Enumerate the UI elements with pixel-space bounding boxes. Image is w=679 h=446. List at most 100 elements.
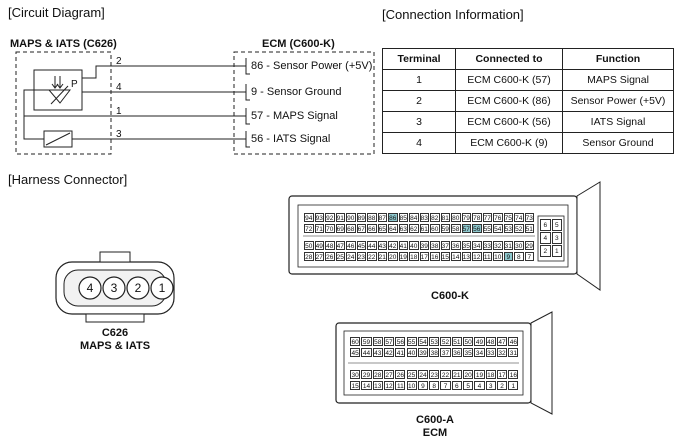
connector-pin: 50 — [304, 241, 314, 250]
connector-pin: 89 — [356, 213, 366, 222]
connector-pin: 5 — [551, 219, 562, 231]
connector-pin: 28 — [372, 370, 383, 379]
sensor-title: MAPS & IATS (C626) — [10, 38, 117, 50]
table-row: 2 ECM C600-K (86) Sensor Power (+5V) — [382, 90, 674, 112]
connector-pin: 13 — [461, 252, 471, 261]
connector-pin: 80 — [451, 213, 461, 222]
connector-pin: 85 — [398, 213, 408, 222]
wire-pin-4: 4 — [116, 82, 122, 93]
connector-pin: 40 — [406, 348, 417, 357]
c626-pin-3: 3 — [110, 281, 118, 295]
connector-pin: 50 — [463, 337, 474, 346]
c626-caption-sub: MAPS & IATS — [79, 340, 151, 352]
connector-pin: 46 — [508, 337, 519, 346]
connector-pin: 59 — [361, 337, 372, 346]
connector-pin: 18 — [485, 370, 496, 379]
connector-pin: 45 — [350, 348, 361, 357]
connector-pin: 88 — [367, 213, 377, 222]
connector-pin: 84 — [409, 213, 419, 222]
connector-pin: 7 — [440, 381, 451, 390]
connector-pin: 2 — [540, 245, 551, 257]
connector-pin: 24 — [346, 252, 356, 261]
connector-pin: 36 — [451, 241, 461, 250]
connector-pin: 29 — [361, 370, 372, 379]
connector-pin: 15 — [440, 252, 450, 261]
connector-pin: 6 — [451, 381, 462, 390]
connector-pin: 28 — [304, 252, 314, 261]
connector-pin: 64 — [388, 224, 398, 233]
connector-pin: 70 — [325, 224, 335, 233]
connector-pin: 19 — [474, 370, 485, 379]
connector-pin: 16 — [430, 252, 440, 261]
ecm-signal-9: 9 - Sensor Ground — [251, 86, 342, 98]
connector-pin: 16 — [508, 370, 519, 379]
connector-pin: 32 — [496, 348, 508, 357]
connector-pin: 29 — [524, 241, 534, 250]
connector-pin: 82 — [430, 213, 440, 222]
connector-pin: 94 — [304, 213, 314, 222]
connector-pin: 33 — [485, 348, 496, 357]
connector-pin: 76 — [493, 213, 503, 222]
connector-pin: 44 — [361, 348, 372, 357]
header-terminal: Terminal — [382, 48, 456, 70]
connector-pin: 36 — [451, 348, 462, 357]
connector-pin: 6 — [540, 219, 551, 231]
connector-pin: 52 — [514, 224, 524, 233]
connector-pin: 63 — [398, 224, 408, 233]
connector-pin: 5 — [463, 381, 474, 390]
connector-pin: 65 — [377, 224, 387, 233]
connector-pin: 41 — [398, 241, 408, 250]
connector-pin: 12 — [383, 381, 395, 390]
connector-pin: 73 — [524, 213, 534, 222]
connector-pin: 54 — [417, 337, 429, 346]
connector-pin: 39 — [417, 348, 429, 357]
connector-pin: 43 — [377, 241, 387, 250]
connector-pin: 54 — [493, 224, 503, 233]
connector-pin: 93 — [314, 213, 324, 222]
connector-pin: 51 — [524, 224, 534, 233]
connector-pin: 35 — [461, 241, 471, 250]
connector-pin: 66 — [367, 224, 377, 233]
c626-pin-4: 4 — [86, 281, 94, 295]
connector-pin: 34 — [474, 348, 485, 357]
connector-pin: 90 — [346, 213, 356, 222]
connector-pin: 15 — [350, 381, 361, 390]
connector-pin: 21 — [451, 370, 462, 379]
connector-pin: 1 — [508, 381, 519, 390]
connector-pin: 68 — [346, 224, 356, 233]
connector-pin: 49 — [474, 337, 485, 346]
section-connection-information: [Connection Information] — [382, 7, 524, 22]
connector-pin: 53 — [503, 224, 513, 233]
ecm-signal-86: 86 - Sensor Power (+5V) — [251, 60, 373, 72]
connector-pin: 67 — [356, 224, 366, 233]
connector-pin: 69 — [335, 224, 345, 233]
connector-pin: 22 — [440, 370, 451, 379]
table-row: 1 ECM C600-K (57) MAPS Signal — [382, 69, 674, 91]
ecm-signal-57: 57 - MAPS Signal — [251, 110, 338, 122]
table-header-row: Terminal Connected to Function — [382, 48, 674, 70]
connector-pin: 13 — [372, 381, 383, 390]
c600a-caption-sub: ECM — [422, 427, 448, 439]
connector-pin: 71 — [314, 224, 324, 233]
connector-pin: 11 — [482, 252, 492, 261]
connector-pin: 37 — [440, 241, 450, 250]
connected-to-cell: ECM C600-K (56) — [455, 111, 563, 133]
connector-pin: 33 — [482, 241, 492, 250]
connected-to-cell: ECM C600-K (57) — [455, 69, 563, 91]
connector-pin: 19 — [398, 252, 408, 261]
connector-pin: 81 — [440, 213, 450, 222]
connector-pin: 4 — [474, 381, 485, 390]
connector-pin: 41 — [395, 348, 406, 357]
connector-pin: 56 — [395, 337, 406, 346]
function-cell: Sensor Ground — [562, 132, 674, 154]
connector-pin: 78 — [472, 213, 482, 222]
c626-caption: C626 — [101, 327, 129, 339]
connected-to-cell: ECM C600-K (9) — [455, 132, 563, 154]
connector-pin: 20 — [463, 370, 474, 379]
connector-pin: 4 — [540, 232, 551, 244]
connector-pin: 40 — [409, 241, 419, 250]
wire-pin-3: 3 — [116, 129, 122, 140]
connector-pin: 77 — [482, 213, 492, 222]
connector-pin: 45 — [356, 241, 366, 250]
connector-pin: 10 — [493, 252, 503, 261]
